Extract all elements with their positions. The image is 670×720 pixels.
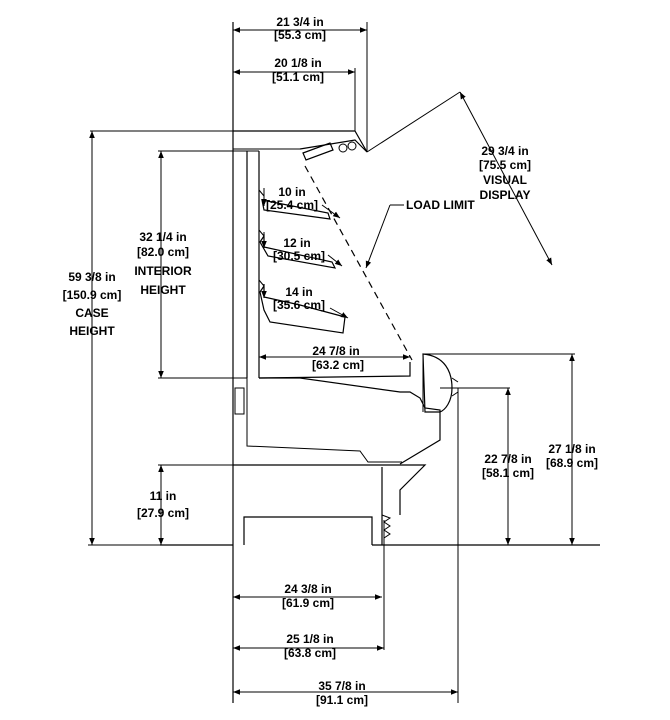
interior-height-in: 32 1/4 in — [139, 230, 186, 244]
case-height-label-1: CASE — [75, 306, 108, 320]
interior-height-cm: [82.0 cm] — [137, 245, 189, 259]
visual-display-label-2: DISPLAY — [480, 188, 531, 202]
front-height-1-cm: [58.1 cm] — [482, 466, 534, 480]
visual-display-in: 29 3/4 in — [481, 144, 528, 158]
shelf-3-in: 14 in — [285, 285, 312, 299]
deck-depth-cm: [63.2 cm] — [312, 358, 364, 372]
base-height-in: 11 in — [150, 489, 177, 503]
case-height-cm: [150.9 cm] — [63, 288, 122, 302]
base-depth-2-in: 25 1/8 in — [286, 632, 333, 646]
shelf-2-cm: [30.5 cm] — [273, 249, 325, 263]
shelf-1-in: 10 in — [278, 185, 305, 199]
case-outline — [160, 22, 600, 703]
case-height-label-2: HEIGHT — [69, 324, 115, 338]
load-limit-line — [304, 165, 413, 361]
base-depth-1-in: 24 3/8 in — [284, 582, 331, 596]
dimension-lines — [89, 27, 575, 695]
overall-depth-in: 35 7/8 in — [318, 679, 365, 693]
shelf-2-in: 12 in — [283, 236, 310, 250]
dimension-labels: 21 3/4 in [55.3 cm] 20 1/8 in [51.1 cm] … — [63, 15, 598, 707]
load-limit-label: LOAD LIMIT — [406, 198, 475, 212]
base-depth-2-cm: [63.8 cm] — [284, 646, 336, 660]
extension-lines — [88, 22, 575, 703]
visual-display-cm: [75.5 cm] — [479, 158, 531, 172]
canopy-depth-in: 20 1/8 in — [274, 56, 321, 70]
overall-depth-cm: [91.1 cm] — [316, 693, 368, 707]
top-width-in: 21 3/4 in — [276, 15, 323, 29]
shelf-3-cm: [35.6 cm] — [273, 298, 325, 312]
front-height-2-in: 27 1/8 in — [548, 442, 595, 456]
top-width-cm: [55.3 cm] — [274, 28, 326, 42]
interior-height-label-2: HEIGHT — [140, 283, 186, 297]
visual-display-label-1: VISUAL — [483, 173, 527, 187]
canopy-depth-cm: [51.1 cm] — [272, 70, 324, 84]
front-height-2-cm: [68.9 cm] — [546, 456, 598, 470]
shelf-1-cm: [25.4 cm] — [266, 198, 318, 212]
front-height-1-in: 22 7/8 in — [484, 452, 531, 466]
interior-height-label-1: INTERIOR — [134, 264, 192, 278]
base-height-cm: [27.9 cm] — [137, 506, 189, 520]
deck-depth-in: 24 7/8 in — [312, 344, 359, 358]
base-depth-1-cm: [61.9 cm] — [282, 596, 334, 610]
case-height-in: 59 3/8 in — [68, 270, 115, 284]
